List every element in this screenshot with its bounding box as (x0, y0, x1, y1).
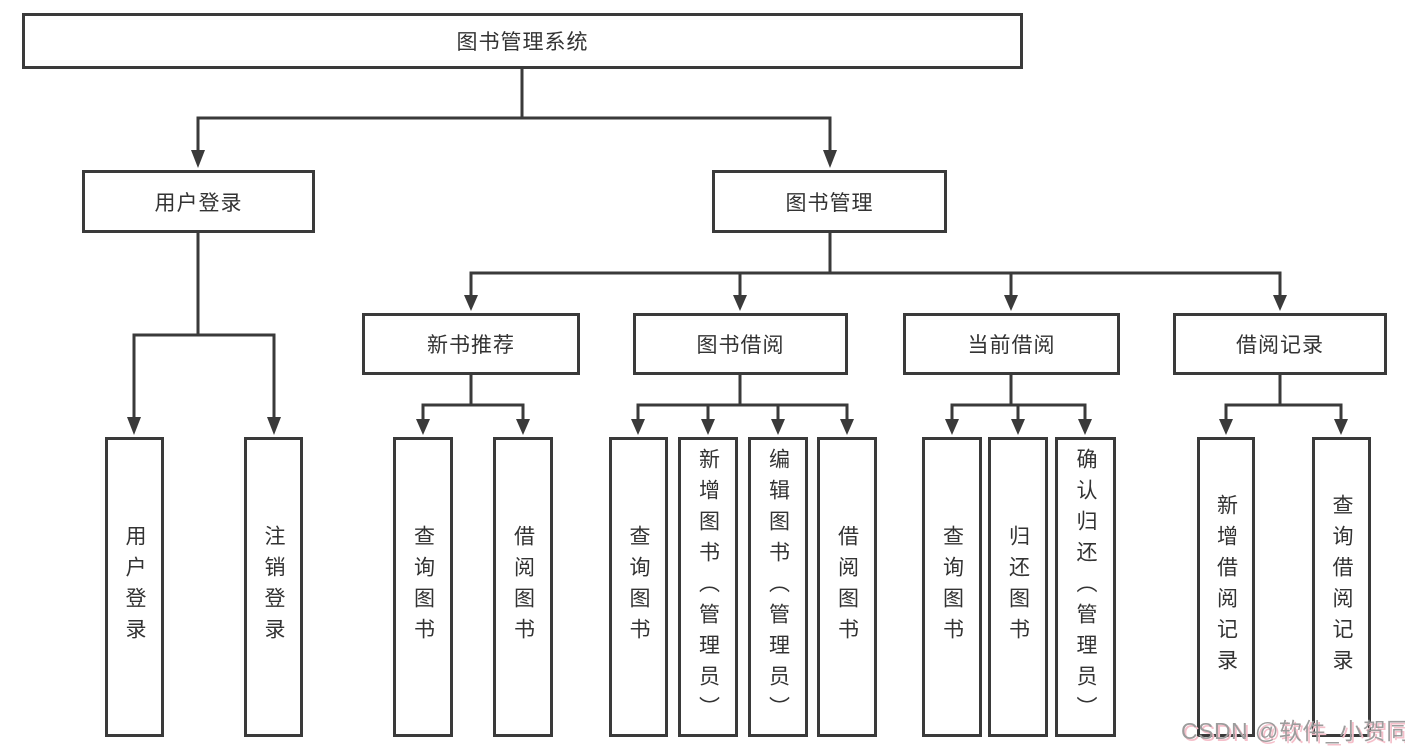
leaf-logout: 注销登录 (244, 437, 303, 737)
leaf-current-confirm-admin: 确认归还（管理员） (1055, 437, 1116, 737)
csdn-watermark: CSDN @软件_小贺同学 (1181, 718, 1405, 744)
leaf-records-query: 查询借阅记录 (1312, 437, 1371, 737)
leaf-borrow-borrow: 借阅图书 (817, 437, 877, 737)
node-book-borrow: 图书借阅 (633, 313, 848, 375)
leaf-newbook-borrow: 借阅图书 (493, 437, 553, 737)
node-new-book-recommend: 新书推荐 (362, 313, 580, 375)
leaf-user-login: 用户登录 (105, 437, 164, 737)
node-borrow-records: 借阅记录 (1173, 313, 1387, 375)
leaf-records-add: 新增借阅记录 (1197, 437, 1255, 737)
leaf-current-return: 归还图书 (988, 437, 1048, 737)
node-root-library-system: 图书管理系统 (22, 13, 1023, 69)
leaf-current-query: 查询图书 (922, 437, 982, 737)
node-current-borrow: 当前借阅 (903, 313, 1120, 375)
node-user-login: 用户登录 (82, 170, 315, 233)
leaf-borrow-query: 查询图书 (609, 437, 668, 737)
node-book-management: 图书管理 (712, 170, 947, 233)
leaf-borrow-add-admin: 新增图书（管理员） (678, 437, 738, 737)
leaf-borrow-edit-admin: 编辑图书（管理员） (748, 437, 808, 737)
leaf-newbook-query: 查询图书 (393, 437, 453, 737)
